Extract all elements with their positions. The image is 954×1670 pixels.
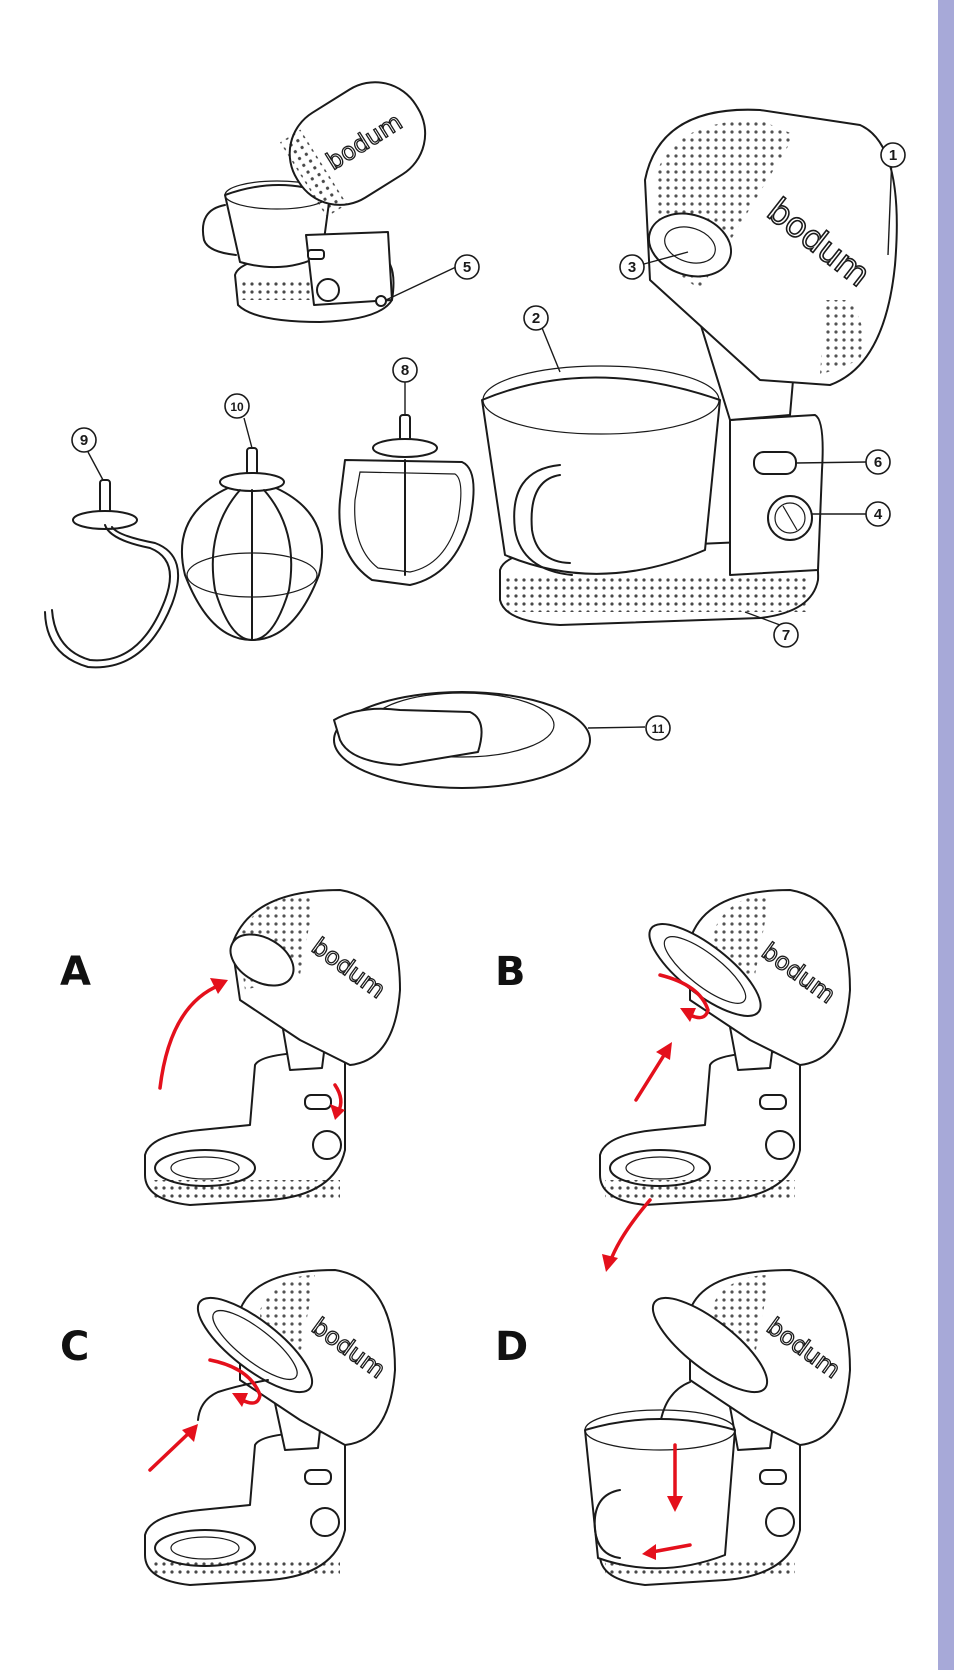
callout-4: 4 xyxy=(812,501,891,527)
mixer-small-tilted: bodum xyxy=(202,81,427,323)
sidebar-strip xyxy=(938,0,954,1670)
callout-7: 7 xyxy=(744,611,799,648)
svg-text:7: 7 xyxy=(782,627,790,644)
dough-hook xyxy=(44,479,180,669)
step-d: D bodum xyxy=(495,1198,851,1586)
step-c: C bodum xyxy=(60,1269,396,1586)
callout-2: 2 xyxy=(523,305,561,373)
step-letter-b: B xyxy=(495,949,526,995)
step-b: B bodum xyxy=(495,889,851,1206)
svg-text:1: 1 xyxy=(889,147,897,164)
callout-8: 8 xyxy=(392,357,418,415)
callout-6: 6 xyxy=(795,449,891,475)
callout-11: 11 xyxy=(587,715,671,741)
svg-text:9: 9 xyxy=(80,432,88,449)
callout-9: 9 xyxy=(71,427,104,481)
step-letter-a: A xyxy=(60,949,91,995)
svg-text:11: 11 xyxy=(652,722,665,736)
svg-text:6: 6 xyxy=(874,454,882,471)
splash-guard xyxy=(333,691,591,789)
flat-beater xyxy=(338,414,475,586)
callout-3: 3 xyxy=(619,251,689,280)
svg-text:2: 2 xyxy=(532,310,540,327)
svg-text:4: 4 xyxy=(874,506,883,523)
mixer-main: bodum xyxy=(481,108,898,626)
svg-text:5: 5 xyxy=(463,259,471,276)
svg-text:8: 8 xyxy=(401,362,409,379)
callout-1: 1 xyxy=(880,142,906,256)
svg-text:3: 3 xyxy=(628,259,636,276)
step-letter-d: D xyxy=(495,1324,528,1370)
step-letter-c: C xyxy=(60,1324,89,1370)
callout-10: 10 xyxy=(224,393,253,449)
callout-5: 5 xyxy=(385,254,480,301)
whisk xyxy=(180,447,324,641)
step-a: A bodum xyxy=(60,889,401,1206)
svg-text:10: 10 xyxy=(230,400,244,414)
